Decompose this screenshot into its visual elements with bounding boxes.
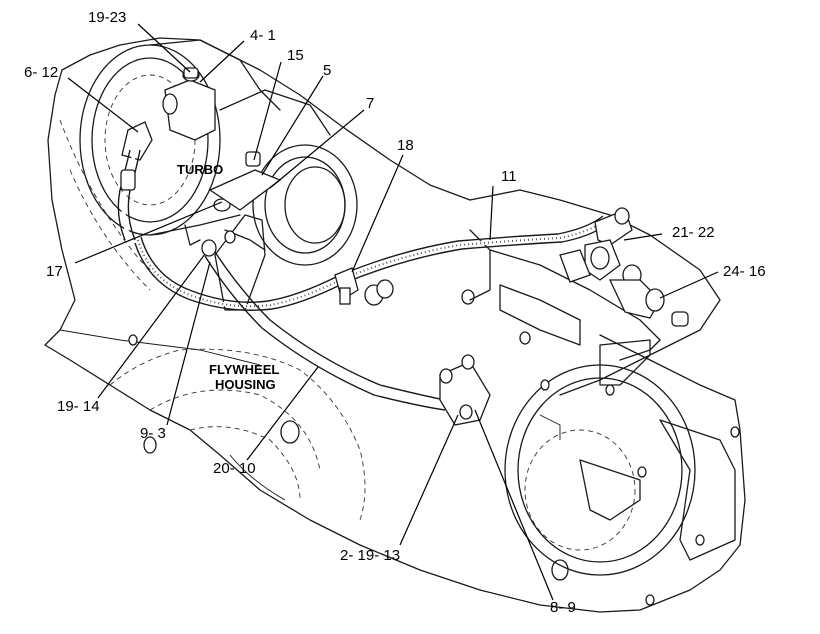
flywheel-label-line2: HOUSING: [215, 377, 276, 392]
callout-9-3: 9- 3: [140, 425, 166, 442]
callout-11: 11: [501, 168, 517, 185]
callout-19-14: 19- 14: [57, 398, 100, 415]
callout-numbers: 19-23 4- 1 6- 12 15 5 7 18 11 21- 22 24-…: [24, 9, 766, 616]
transmission-housing: [469, 189, 740, 606]
tube-flange: [439, 354, 491, 426]
callout-5: 5: [323, 62, 331, 79]
callout-4-1: 4- 1: [250, 27, 276, 44]
turbocharger: [79, 39, 358, 311]
callout-2-19-13: 2- 19- 13: [340, 547, 400, 564]
hose-clip: [334, 267, 394, 306]
turbo-oil-inlet-fitting: [162, 67, 216, 141]
oil-return-tube: [204, 251, 446, 411]
callout-19-23: 19-23: [88, 9, 126, 26]
callout-20-10: 20- 10: [213, 460, 256, 477]
callout-7: 7: [366, 95, 374, 112]
engine-housing: [44, 37, 746, 613]
callout-21-22: 21- 22: [672, 224, 715, 241]
turbo-drain-elbow: [117, 121, 153, 241]
callout-24-16: 24- 16: [723, 263, 766, 280]
flywheel-label-line1: FLYWHEEL: [209, 362, 279, 377]
turbo-label: TURBO: [177, 162, 223, 177]
block-fittings: [559, 207, 689, 327]
callout-6-12: 6- 12: [24, 64, 58, 81]
callout-18: 18: [397, 137, 414, 154]
callout-15: 15: [287, 47, 304, 64]
callout-8-9: 8- 9: [550, 599, 576, 616]
callout-17: 17: [46, 263, 63, 280]
leader-lines: [67, 23, 719, 601]
